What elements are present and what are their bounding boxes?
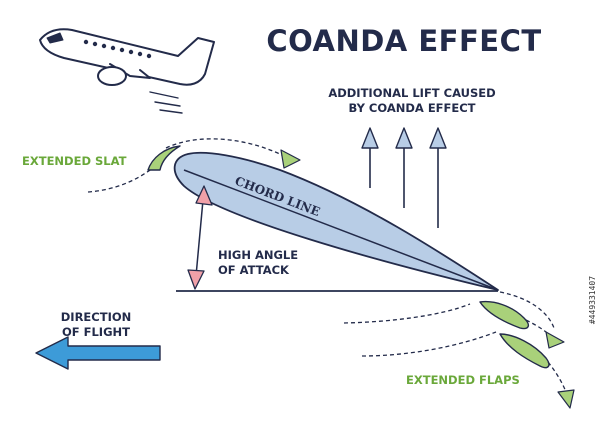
lift-label-line1: ADDITIONAL LIFT CAUSED: [328, 86, 495, 100]
direction-label-line2: OF FLIGHT: [62, 325, 130, 339]
flap-airflow-1: [525, 319, 555, 341]
lift-arrow-1: [361, 127, 379, 188]
direction-label-line1: DIRECTION: [61, 310, 132, 324]
chord-line: [183, 169, 499, 291]
lift-arrow-2: [395, 127, 413, 208]
airplane-windows: [83, 39, 152, 59]
flap-airflow-2: [547, 361, 567, 393]
extended-flap-2: [499, 333, 550, 369]
extended-flaps-label: EXTENDED FLAPS: [406, 373, 520, 387]
airplane-icon: [39, 28, 215, 114]
airflow-lower-2: [361, 331, 497, 357]
left-arrow-icon: [35, 336, 161, 370]
angle-label-line2: OF ATTACK: [218, 263, 290, 277]
flap-arrowhead-1: [545, 331, 565, 349]
page-title: COANDA EFFECT: [266, 24, 541, 58]
lift-arrow-3: [429, 127, 447, 228]
angle-of-attack-arrow: [187, 185, 213, 290]
extended-slat-label: EXTENDED SLAT: [22, 154, 127, 168]
stock-id: #449331407: [588, 276, 597, 324]
airflow-upper-arrowhead: [280, 149, 301, 169]
airflow-trailing: [499, 291, 555, 329]
extended-slat: [147, 145, 181, 171]
extended-flap-1: [479, 300, 530, 330]
airflow-lower-1: [343, 303, 471, 324]
flap-arrowhead-2: [557, 389, 575, 409]
wing-airfoil: [173, 151, 499, 291]
angle-label-line1: HIGH ANGLE: [218, 248, 298, 262]
lift-label-line2: BY COANDA EFFECT: [348, 101, 475, 115]
lift-arrows: [361, 127, 447, 228]
